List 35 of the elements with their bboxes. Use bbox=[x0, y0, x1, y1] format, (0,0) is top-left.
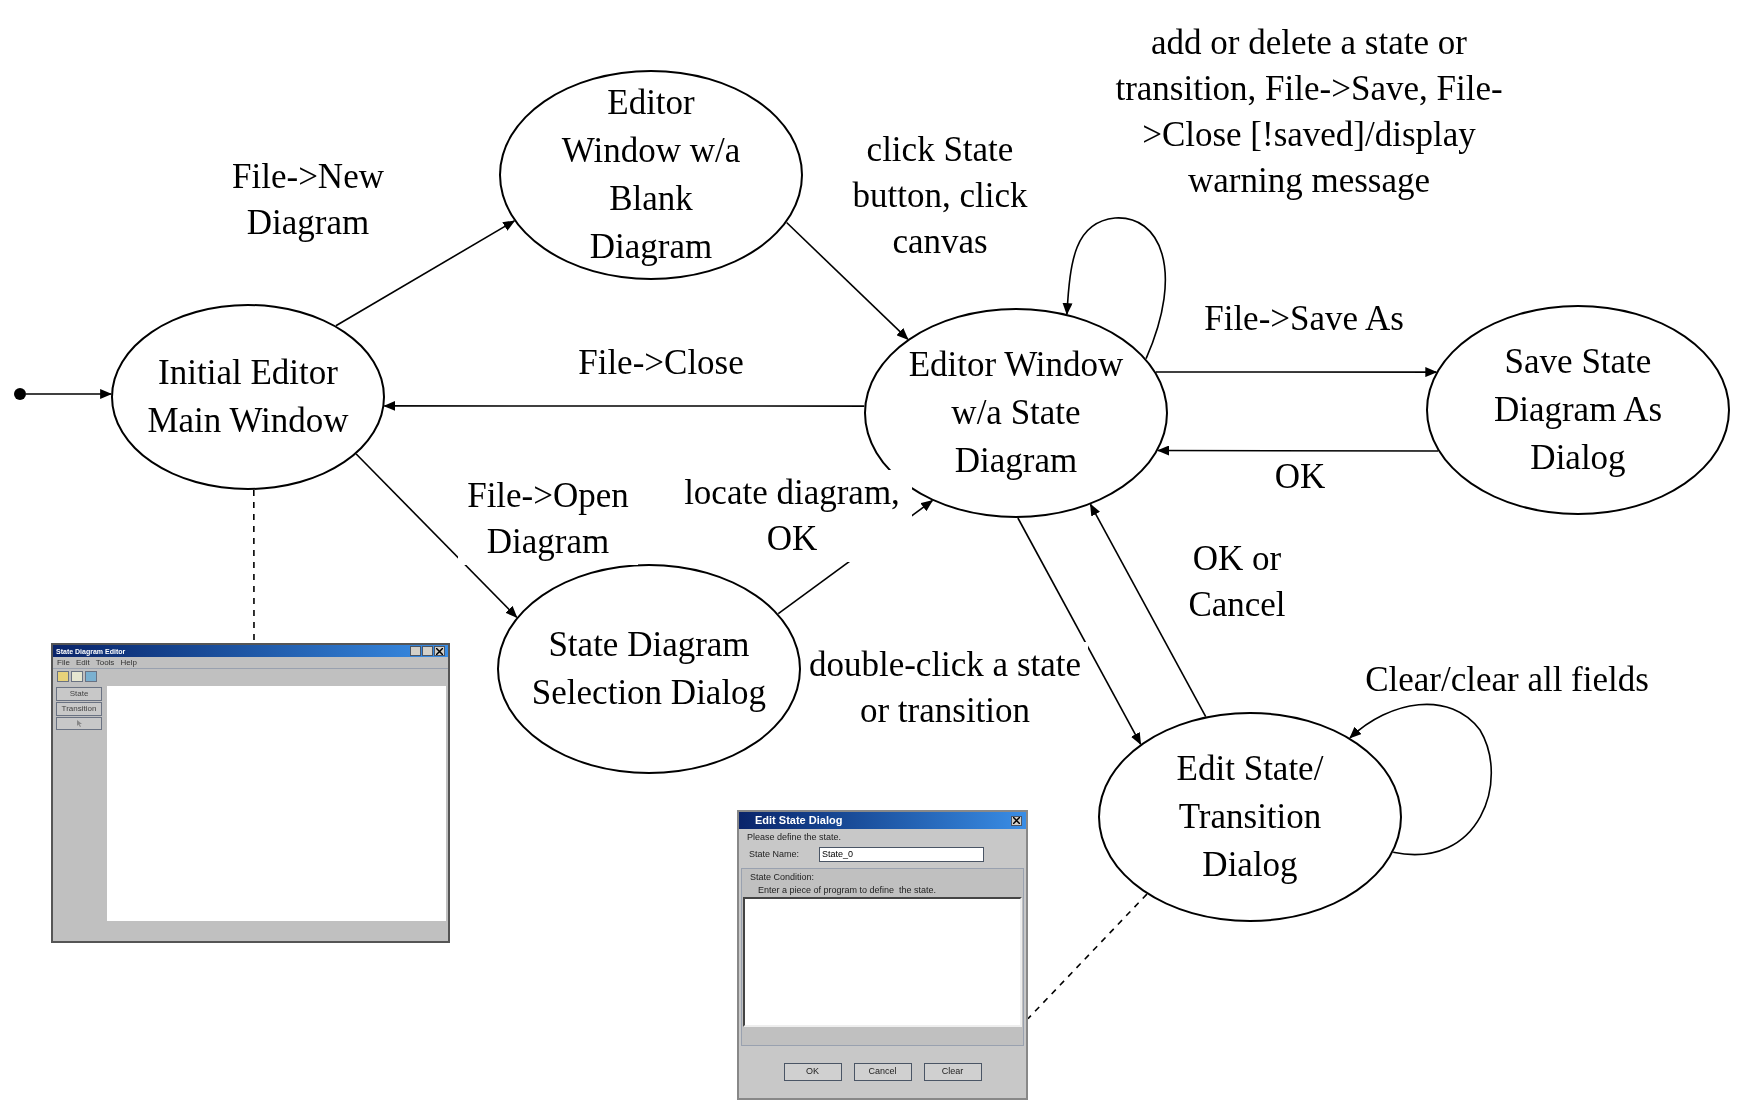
instruction-text: Please define the state. bbox=[746, 831, 843, 843]
arrow bbox=[785, 221, 909, 340]
arrow bbox=[1157, 445, 1439, 456]
dashed-line bbox=[1027, 893, 1148, 1020]
menu-item: Tools bbox=[95, 658, 115, 667]
start-dot bbox=[14, 388, 26, 400]
arrow bbox=[383, 400, 866, 411]
arrow bbox=[1155, 367, 1438, 378]
menu-item: File bbox=[57, 658, 70, 667]
dialog-button: OK bbox=[783, 1063, 842, 1081]
field-label: State Name: bbox=[749, 847, 800, 861]
state-name: Editor Window w/a Blank Diagram bbox=[560, 82, 742, 268]
state-name: State Diagram Selection Dialog bbox=[530, 624, 768, 714]
arrow bbox=[1062, 217, 1167, 360]
arrow bbox=[1089, 503, 1207, 718]
state-name: Save State Diagram As Dialog bbox=[1492, 341, 1664, 479]
tool-button: Transition bbox=[56, 702, 102, 716]
input-field: State_0 bbox=[819, 847, 985, 862]
arrow bbox=[1349, 703, 1493, 856]
tool-button: State bbox=[56, 687, 102, 701]
dialog-button: Cancel bbox=[853, 1063, 912, 1081]
arrow bbox=[25, 389, 113, 399]
window-screenshot bbox=[51, 643, 450, 943]
menu-item: Edit bbox=[75, 658, 90, 667]
dialog-screenshot bbox=[737, 810, 1028, 1100]
menu-item: Help bbox=[120, 658, 137, 667]
dialog-button: Clear bbox=[923, 1063, 982, 1081]
arrow bbox=[355, 453, 518, 618]
instruction-text: Enter a piece of program to define the state. bbox=[757, 884, 938, 897]
state-name: Edit State/ Transition Dialog bbox=[1175, 748, 1325, 886]
dialog-title: Edit State Dialog bbox=[754, 815, 843, 826]
state-name: Initial Editor Main Window bbox=[146, 352, 350, 442]
section-label: State Condition: bbox=[749, 871, 816, 883]
arrow bbox=[1017, 517, 1142, 745]
arrow bbox=[335, 220, 516, 327]
